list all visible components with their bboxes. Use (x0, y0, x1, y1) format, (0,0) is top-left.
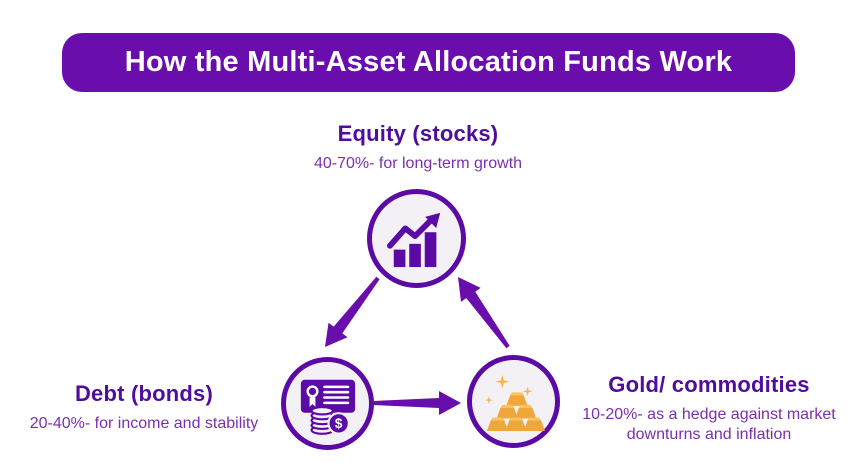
gold-label-block: Gold/ commodities 10-20%- as a hedge aga… (566, 372, 852, 446)
gold-bar-bottom-row (486, 416, 545, 431)
gold-bars-icon (484, 374, 545, 431)
bond-certificate-coins-icon: $ (300, 379, 355, 435)
certificate-line (322, 401, 349, 404)
debt-heading: Debt (bonds) (74, 381, 214, 406)
equity-label-block: Equity (stocks) 40-70%- for long-term gr… (198, 121, 638, 174)
certificate-line (322, 385, 349, 388)
dollar-coin (326, 411, 350, 435)
bar-short (393, 249, 405, 267)
title-banner: How the Multi-Asset Allocation Funds Wor… (62, 33, 795, 92)
page-title: How the Multi-Asset Allocation Funds Wor… (124, 46, 733, 78)
rosette-ribbon (309, 396, 315, 407)
sparkle-large (495, 374, 509, 388)
sparkle-medium (522, 386, 532, 396)
certificate-line (322, 390, 349, 393)
gold-bar-top-row (505, 391, 528, 406)
gold-subtitle: 10-20%- as a hedge against market downtu… (582, 406, 836, 444)
flow-arrow-debt-to-gold (373, 391, 461, 415)
equity-heading: Equity (stocks) (337, 121, 499, 146)
debt-node-circle: $ (281, 357, 374, 450)
trend-line (386, 218, 432, 249)
bar-tall (424, 231, 436, 267)
sparkle-small (484, 395, 493, 404)
dollar-sign: $ (334, 416, 342, 431)
flow-arrow-equity-to-debt (325, 276, 380, 347)
gold-bar-middle-row (496, 404, 536, 418)
debt-label-block: Debt (bonds) 20-40%- for income and stab… (5, 381, 283, 434)
gold-node-circle (467, 355, 560, 448)
bar-medium (408, 243, 421, 267)
rosette-seal (305, 384, 319, 397)
trend-arrowhead (424, 212, 440, 228)
flow-arrow-gold-to-equity (458, 277, 510, 349)
growth-bar-chart-icon (386, 212, 440, 267)
equity-subtitle: 40-70%- for long-term growth (313, 155, 523, 172)
gold-heading: Gold/ commodities (608, 372, 810, 397)
certificate-line (322, 395, 349, 399)
equity-node-circle (367, 189, 466, 288)
debt-subtitle: 20-40%- for income and stability (29, 415, 259, 432)
